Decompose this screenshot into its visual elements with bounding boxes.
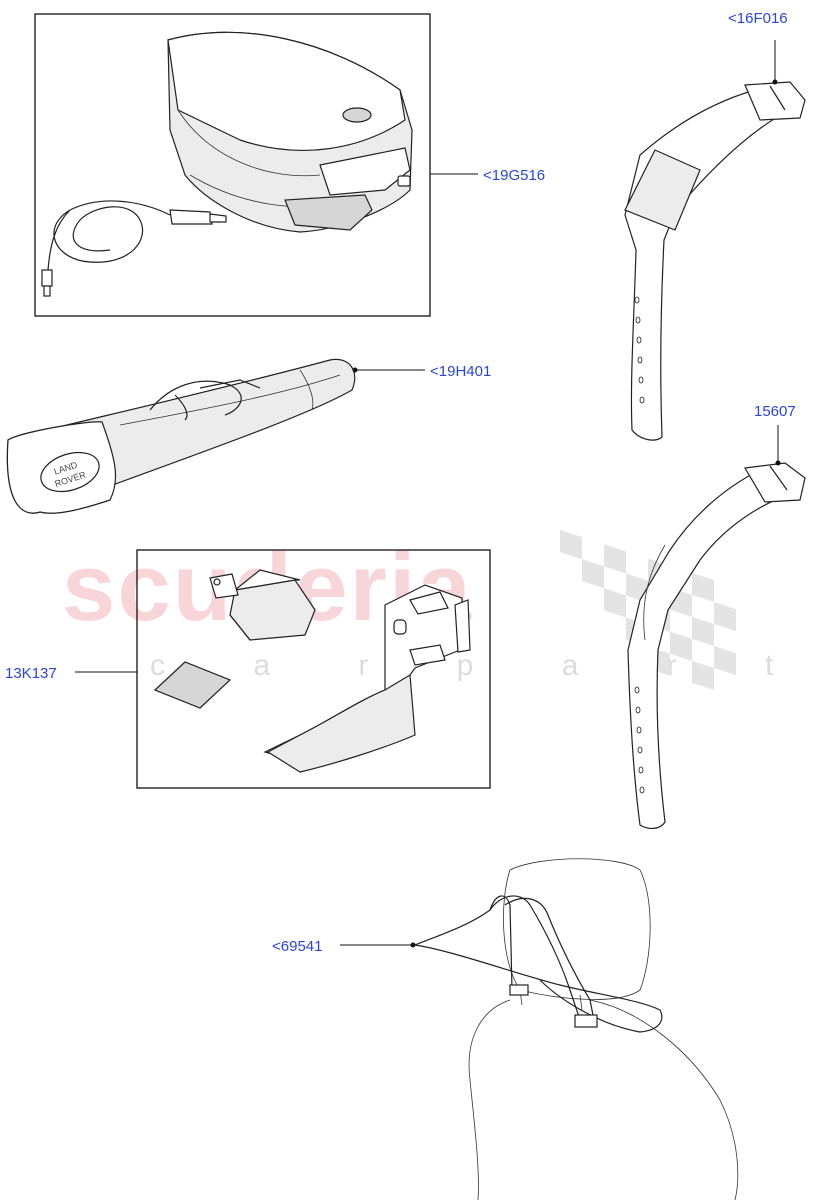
cool-box-base-grille bbox=[284, 194, 373, 231]
hanger-arm bbox=[414, 944, 663, 1033]
strap-lower-group bbox=[627, 425, 806, 829]
part-label-cool-box[interactable]: <19G516 bbox=[483, 167, 545, 184]
strap-upper-group bbox=[624, 40, 806, 441]
hanger-clip-right bbox=[574, 1014, 598, 1028]
cool-box-lid bbox=[167, 31, 406, 152]
cool-box-group bbox=[34, 13, 478, 317]
watermark: scuderia c a r p a r t s bbox=[62, 530, 821, 691]
seat-back-right bbox=[589, 999, 739, 1200]
strap-upper-holes bbox=[634, 296, 645, 404]
strap-upper-buckle bbox=[744, 81, 806, 121]
part-label-ski-bag[interactable]: <19H401 bbox=[430, 363, 491, 380]
seat-back-left bbox=[468, 999, 511, 1200]
power-cable bbox=[53, 200, 171, 263]
strap-lower-holes bbox=[634, 686, 645, 794]
hanger-hook-right bbox=[489, 895, 581, 1021]
power-plug bbox=[41, 269, 53, 287]
part-label-hanger[interactable]: <69541 bbox=[272, 938, 322, 955]
strap-lower bbox=[627, 469, 802, 829]
hanger-clip-left bbox=[509, 984, 529, 996]
cigar-lighter-plug bbox=[169, 209, 213, 225]
land-rover-badge-icon bbox=[342, 107, 372, 123]
kit-bracket-post bbox=[393, 619, 407, 635]
ski-bag-group: LAND ROVER bbox=[6, 358, 425, 514]
hanger-hook-left bbox=[414, 895, 529, 995]
hanger-group bbox=[340, 858, 739, 1200]
part-label-strap-lower[interactable]: 15607 bbox=[754, 403, 796, 420]
strap-upper bbox=[624, 89, 792, 441]
land-rover-logo-icon bbox=[40, 451, 100, 493]
kit-box-frame bbox=[136, 549, 491, 789]
part-label-strap-upper[interactable]: <16F016 bbox=[728, 10, 788, 27]
kit-adhesive-pad bbox=[153, 661, 232, 709]
part-label-kit[interactable]: 13K137 bbox=[5, 665, 57, 682]
headrest bbox=[503, 858, 651, 1000]
cool-box-frame bbox=[34, 13, 431, 317]
kit-box-group bbox=[75, 549, 491, 789]
strap-upper-sleeve bbox=[624, 149, 701, 231]
